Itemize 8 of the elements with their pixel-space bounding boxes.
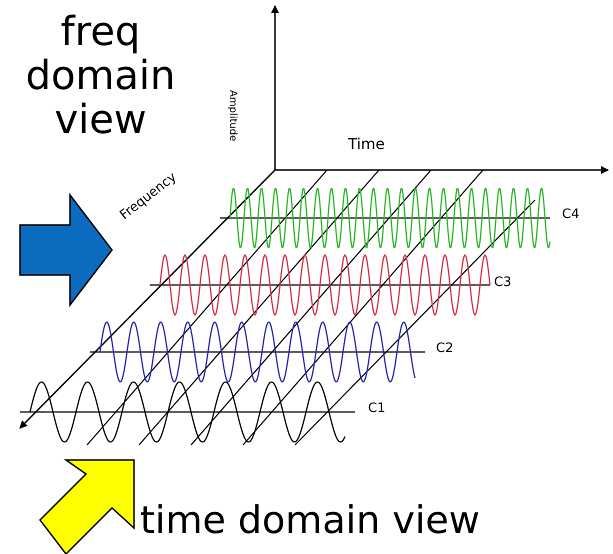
trace-label: C4 <box>562 208 580 222</box>
trace-label: C2 <box>436 342 454 356</box>
view-caption: freq domain view <box>24 10 176 142</box>
view-caption: time domain view <box>140 500 480 542</box>
axis-label: Amplitude <box>227 90 238 142</box>
trace-label: C3 <box>494 276 512 290</box>
axis-label: Time <box>348 136 385 152</box>
trace-label: C1 <box>368 402 386 416</box>
